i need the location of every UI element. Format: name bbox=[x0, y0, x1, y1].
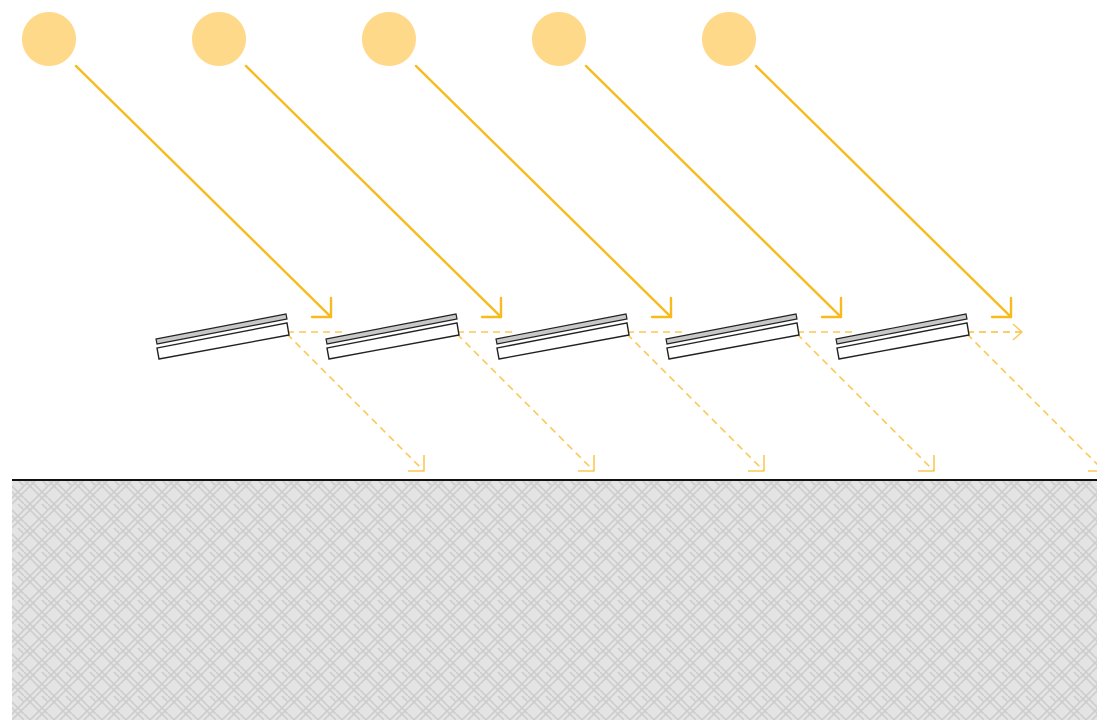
ground-fill bbox=[12, 480, 1097, 720]
panel-5 bbox=[835, 313, 970, 360]
panel-1 bbox=[155, 313, 290, 360]
reflected-rays bbox=[286, 323, 1097, 472]
sun-ray-3 bbox=[414, 64, 673, 319]
solar-panels bbox=[155, 313, 970, 360]
sun-1-icon bbox=[22, 12, 76, 66]
sun-ray-2 bbox=[244, 64, 503, 319]
sun-4-icon bbox=[532, 12, 586, 66]
panel-4-frame bbox=[666, 322, 800, 360]
panel-3 bbox=[495, 313, 630, 360]
reflected-ray-3 bbox=[626, 331, 765, 472]
sun-ray-1 bbox=[74, 64, 333, 319]
sun-ray-4 bbox=[584, 64, 843, 319]
sun-3-icon bbox=[362, 12, 416, 66]
panel-5-frame bbox=[836, 322, 970, 360]
panel-5-glass bbox=[835, 313, 968, 345]
panel-4 bbox=[665, 313, 800, 360]
reflected-ray-5 bbox=[966, 323, 1097, 472]
reflected-ray-1 bbox=[286, 331, 425, 472]
panel-3-glass bbox=[495, 313, 628, 345]
sun-2-icon bbox=[192, 12, 246, 66]
panel-2-glass bbox=[325, 313, 458, 345]
panel-4-glass bbox=[665, 313, 798, 345]
panel-1-glass bbox=[155, 313, 288, 345]
panel-2 bbox=[325, 313, 460, 360]
reflected-ray-4 bbox=[796, 331, 935, 472]
panel-3-frame bbox=[496, 322, 630, 360]
panel-1-frame bbox=[156, 322, 290, 360]
reflected-ray-2 bbox=[456, 331, 595, 472]
ground bbox=[12, 479, 1097, 720]
panel-2-frame bbox=[326, 322, 460, 360]
sun-rays bbox=[74, 64, 1013, 319]
suns bbox=[22, 12, 756, 66]
sun-ray-5 bbox=[754, 64, 1013, 319]
sun-5-icon bbox=[702, 12, 756, 66]
